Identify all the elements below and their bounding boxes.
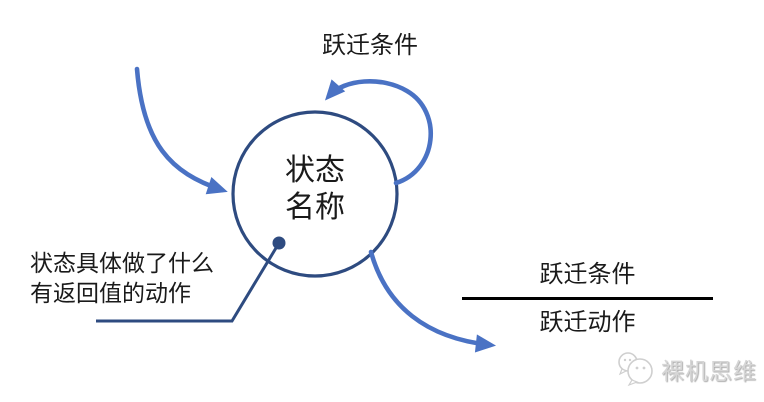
- state-name-line2: 名称: [285, 191, 345, 224]
- brand-watermark: 裸机思维: [616, 350, 757, 388]
- state-action-note: 状态具体做了什么 有返回值的动作: [30, 248, 250, 308]
- state-name-label: 状态 名称: [235, 152, 395, 226]
- transition-divider: [462, 297, 713, 300]
- callout-anchor-dot: [272, 236, 286, 250]
- state-circle: [231, 110, 399, 278]
- transition-condition-label: 跃迁条件: [539, 261, 636, 288]
- transition-rule: 跃迁条件 跃迁动作: [462, 261, 713, 337]
- state-name-line1: 状态: [285, 154, 345, 187]
- transition-action-label: 跃迁动作: [539, 309, 636, 336]
- outgoing-transition-arrow: [368, 249, 497, 353]
- brand-logo-icon: [618, 352, 653, 387]
- brand-name: 裸机思维: [661, 358, 757, 384]
- incoming-transition-arrow: [134, 66, 228, 195]
- self-transition-label: 跃迁条件: [322, 32, 418, 59]
- callout-leader-line: [96, 242, 281, 323]
- state-action-note-line2: 有返回值的动作: [30, 280, 191, 306]
- state-action-note-line1: 状态具体做了什么: [30, 250, 214, 276]
- self-transition-arrow: [324, 79, 433, 186]
